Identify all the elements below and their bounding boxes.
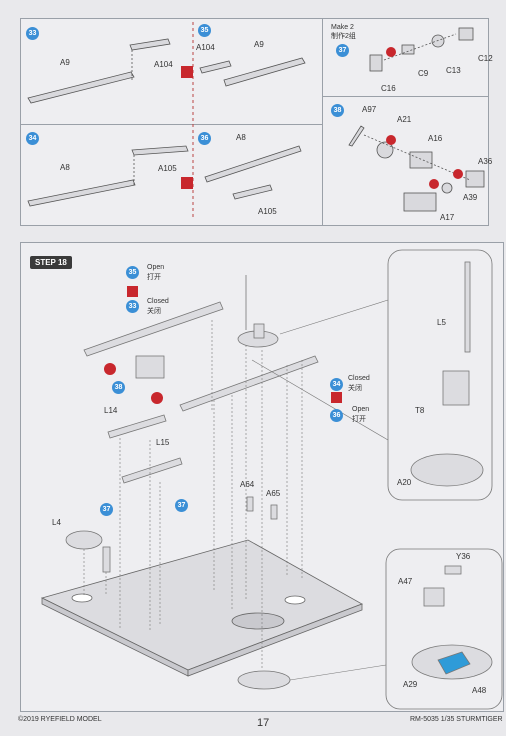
part-label: A20 [397, 478, 412, 487]
warning-icons [104, 47, 463, 404]
part-label: L5 [437, 318, 446, 327]
legend-closed: Closed [147, 298, 169, 305]
legend-open-cn: 打开 [352, 416, 366, 423]
legend-open: Open [352, 406, 370, 413]
step35-drawing [199, 57, 306, 87]
part-label: L14 [104, 406, 118, 415]
step-number-33: 33 [126, 300, 139, 313]
part-label: C13 [446, 66, 461, 75]
part-label: A64 [240, 480, 255, 489]
step-number-36: 36 [198, 132, 211, 145]
part-label: L15 [156, 438, 170, 447]
part-label: C12 [478, 54, 493, 63]
make-note-cn: 制作2组 [331, 33, 356, 40]
step38-drawing [348, 125, 485, 212]
part-label: C16 [381, 84, 396, 93]
step-number-37: 37 [175, 499, 188, 512]
step-number-37: 37 [336, 44, 349, 57]
part-label: A97 [362, 105, 377, 114]
legend-closed-cn: 关闭 [147, 308, 161, 315]
part-label: A39 [463, 193, 478, 202]
part-label: A21 [397, 115, 412, 124]
step-number-36: 36 [330, 409, 343, 422]
part-label: A48 [472, 686, 487, 695]
part-label: A8 [60, 163, 70, 172]
part-label: A9 [254, 40, 264, 49]
panel-step-34-36 [20, 124, 324, 226]
legend-closed-cn: 关闭 [348, 385, 362, 392]
step-number-33: 33 [26, 27, 39, 40]
step-number-38: 38 [112, 381, 125, 394]
step18-guide-lines [83, 320, 303, 668]
step-number-35: 35 [198, 24, 211, 37]
legend-open: Open [147, 264, 165, 271]
part-label: A8 [236, 133, 246, 142]
part-label: Y36 [456, 552, 471, 561]
product-code: RM-5035 1/35 STURMTIGER [410, 716, 503, 723]
part-label: A36 [478, 157, 493, 166]
step33-drawing [27, 38, 171, 104]
part-label: A29 [403, 680, 418, 689]
part-label: A104 [154, 60, 173, 69]
part-label: A16 [428, 134, 443, 143]
step18-hull [40, 539, 363, 677]
page-number: 17 [257, 717, 270, 729]
step-number-35: 35 [126, 266, 139, 279]
part-label: A9 [60, 58, 70, 67]
detail2 [289, 548, 503, 710]
legend-closed: Closed [348, 375, 370, 382]
step-number-34: 34 [26, 132, 39, 145]
legend-open-cn: 打开 [147, 274, 161, 281]
part-label: A17 [440, 213, 455, 222]
part-label: A65 [266, 489, 281, 498]
make-note: Make 2 [331, 24, 354, 31]
step18-rods [65, 275, 319, 690]
part-label: L4 [52, 518, 61, 527]
step34-drawing [27, 145, 189, 207]
step-number-37: 37 [100, 503, 113, 516]
step36-drawing [204, 145, 302, 200]
step-number-34: 34 [330, 378, 343, 391]
part-label: T8 [415, 406, 425, 415]
part-label: C9 [418, 69, 429, 78]
step-title: STEP 18 [30, 256, 72, 269]
part-label: A105 [158, 164, 177, 173]
copyright: ©2019 RYEFIELD MODEL [18, 716, 102, 723]
part-label: A105 [258, 207, 277, 216]
detail1 [251, 249, 493, 501]
part-label: A104 [196, 43, 215, 52]
part-label: A47 [398, 577, 413, 586]
step37-drawing [369, 27, 474, 72]
step-number-38: 38 [331, 104, 344, 117]
